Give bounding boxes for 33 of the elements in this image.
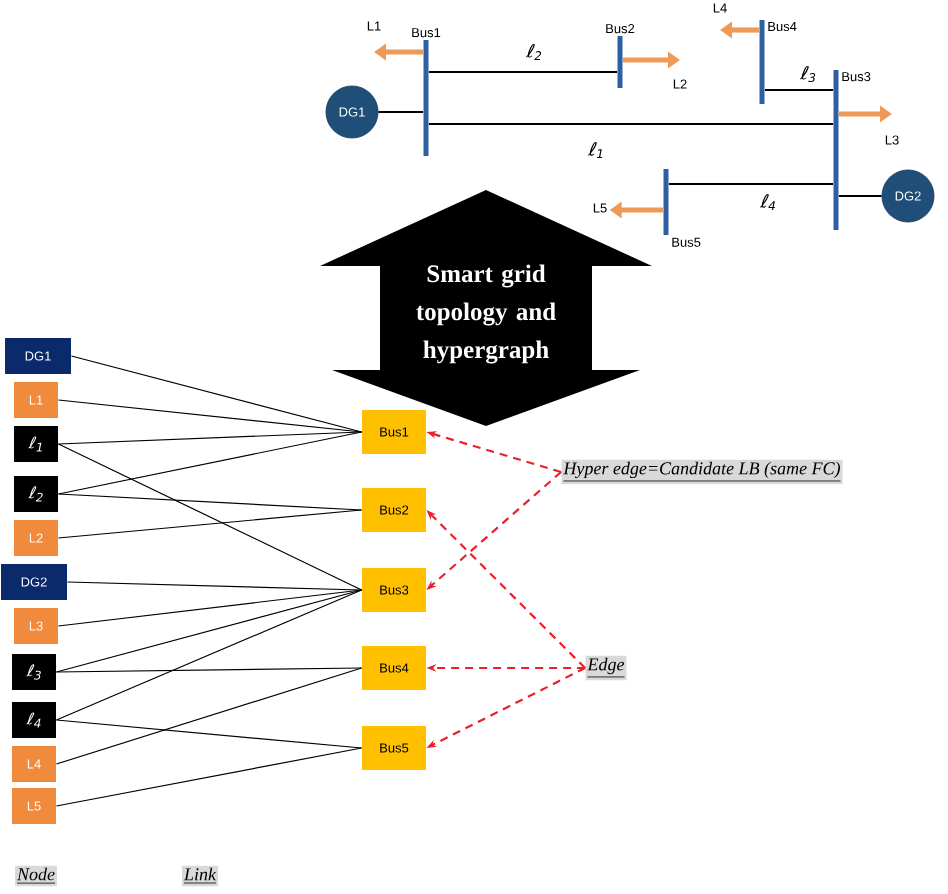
node-box: ℓ$_{2}$ [14, 476, 58, 512]
line [667, 183, 835, 185]
link-line [70, 355, 363, 433]
link-line [55, 719, 363, 749]
line [377, 111, 425, 113]
link-line [55, 589, 363, 721]
link-line [66, 581, 363, 591]
link-line [55, 667, 363, 765]
link-line [57, 443, 363, 591]
node-box: ℓ$_{1}$ [14, 426, 58, 462]
annotation-text: Edge [585, 655, 627, 681]
line [763, 89, 835, 91]
link-line [57, 399, 363, 433]
annotation-text: Hyper edge=Candidate LB (same FC) [561, 459, 843, 485]
link-line [57, 589, 363, 627]
caption-label: Link [182, 865, 218, 887]
link-line [57, 493, 363, 511]
link-line [57, 431, 363, 495]
line [427, 71, 619, 73]
line [427, 123, 835, 125]
edge-label: ℓ$_{4}$ [759, 194, 775, 210]
line [837, 195, 883, 197]
edge-label: ℓ$_{1}$ [587, 142, 603, 158]
link-line [55, 747, 363, 807]
link-line [55, 667, 363, 673]
node-box: ℓ$_{3}$ [12, 654, 56, 690]
link-line [55, 589, 363, 673]
link-line [57, 509, 363, 539]
link-line [57, 431, 363, 445]
edge-label: ℓ$_{3}$ [799, 65, 816, 83]
edge-label: ℓ$_{2}$ [525, 43, 542, 61]
node-box: ℓ$_{4}$ [12, 702, 56, 738]
caption-label: Node [15, 865, 57, 887]
